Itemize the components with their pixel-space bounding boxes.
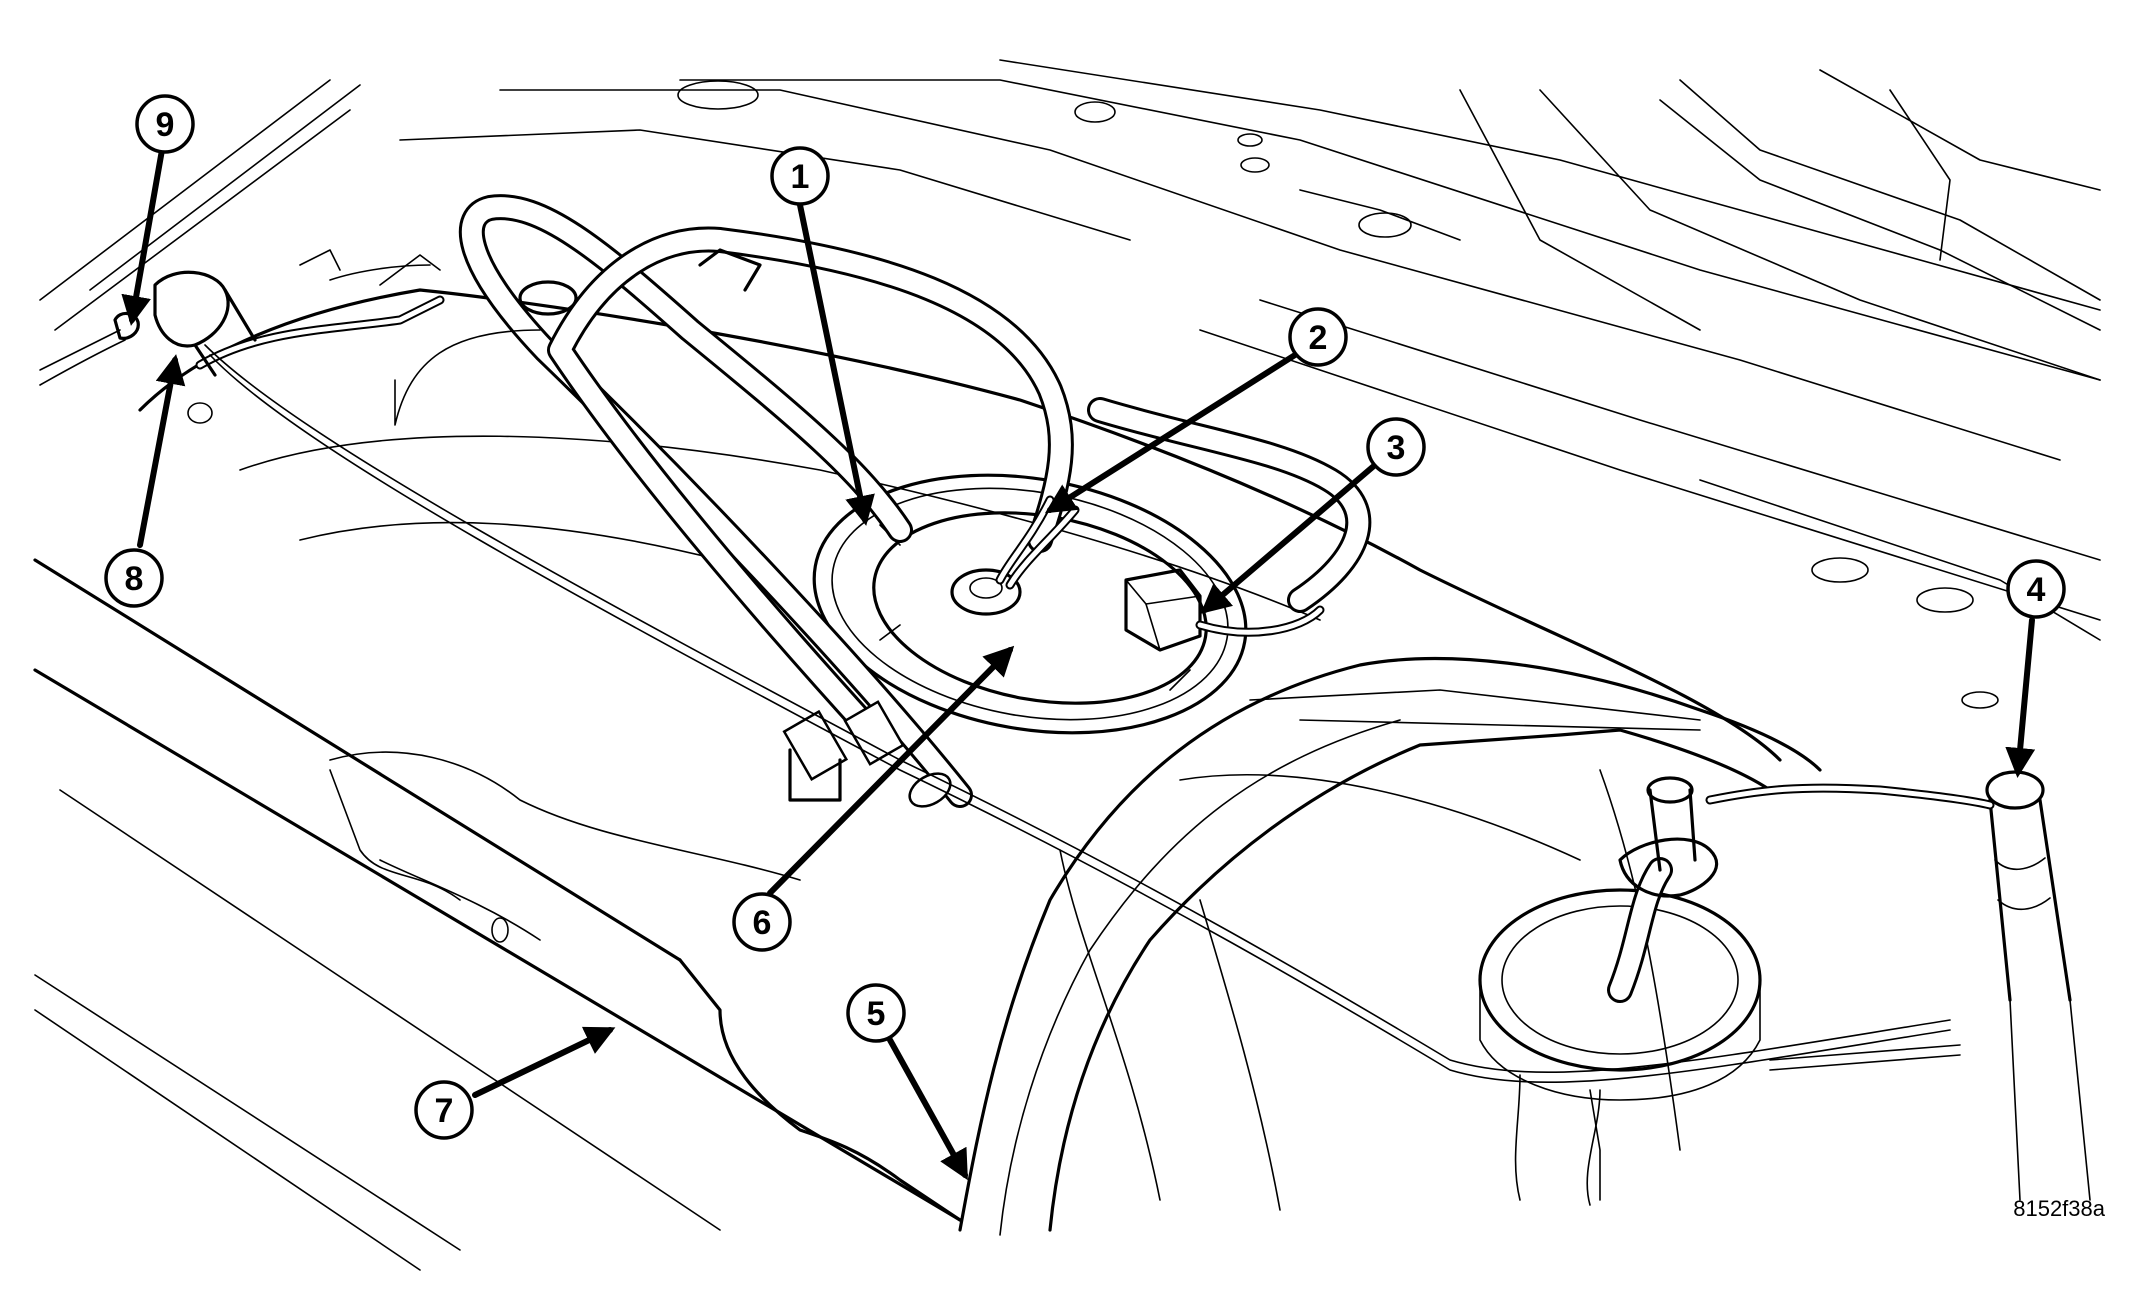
underbody-floor-pan	[34, 59, 2101, 1271]
callout-6: 6	[732, 892, 792, 952]
electrical-connector	[1124, 568, 1325, 652]
fuel-pump-module	[812, 473, 1248, 735]
figure-id: 8152f38a	[2013, 1196, 2106, 1221]
svg-text:5: 5	[867, 995, 886, 1033]
svg-text:4: 4	[2027, 571, 2046, 609]
evap-canister	[1478, 776, 1995, 1206]
svg-text:8: 8	[125, 560, 144, 598]
crossmember	[33, 558, 962, 1222]
callout-9: 9	[135, 94, 195, 154]
callout-5: 5	[846, 983, 906, 1043]
svg-text:2: 2	[1309, 319, 1328, 357]
callout-3: 3	[1366, 417, 1426, 477]
svg-text:1: 1	[791, 158, 810, 196]
callout-4: 4	[2006, 559, 2066, 619]
callout-8: 8	[104, 548, 164, 608]
callout-1: 1	[770, 146, 830, 206]
fuel-tank	[138, 288, 1782, 1211]
svg-text:7: 7	[435, 1092, 454, 1130]
filler-tube	[1985, 770, 2091, 1201]
svg-text:3: 3	[1387, 429, 1406, 467]
heat-shield	[958, 657, 1822, 1236]
callout-2: 2	[1288, 307, 1348, 367]
fuel-hoses	[458, 194, 1372, 808]
svg-text:6: 6	[753, 904, 772, 942]
svg-text:9: 9	[156, 106, 175, 144]
callout-7: 7	[414, 1080, 474, 1140]
callout-arrows	[121, 147, 2036, 1181]
